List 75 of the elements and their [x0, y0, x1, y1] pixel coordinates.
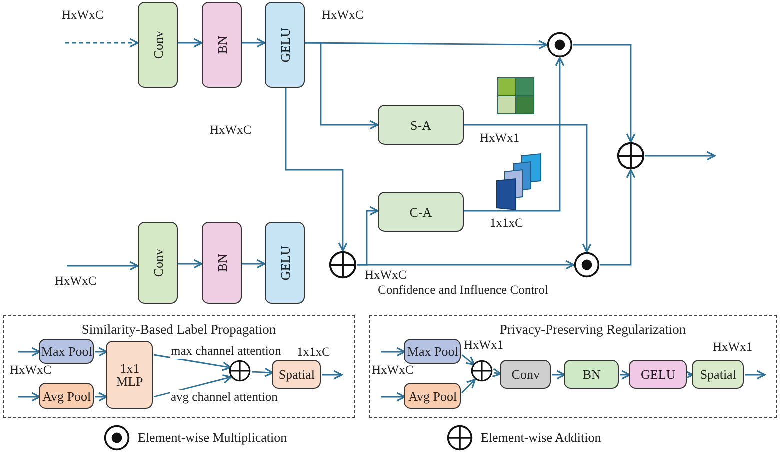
arrow	[684, 370, 694, 380]
group-title: Privacy-Preserving Regularization	[498, 322, 688, 338]
process-box: BN	[564, 360, 620, 390]
arrow	[18, 347, 41, 357]
add-symbol	[617, 142, 645, 170]
process-box: Avg Pool	[39, 383, 94, 410]
arrow	[285, 88, 348, 252]
arrow	[492, 368, 502, 378]
process-box: Conv	[138, 222, 178, 304]
dimension-label: HxWxC	[10, 363, 52, 378]
process-box: GELU	[265, 2, 305, 88]
arrow	[178, 38, 203, 48]
dimension-label: 1x1xC	[297, 345, 330, 360]
process-box: BN	[202, 222, 242, 304]
dimension-label: HxWxC	[322, 8, 364, 23]
arrow	[600, 169, 636, 266]
arrow	[154, 354, 232, 372]
arrow	[381, 347, 406, 357]
arrow	[252, 368, 274, 378]
arrow	[462, 354, 476, 366]
edge-label: max channel attention	[170, 344, 282, 359]
dimension-label: HxWxC	[55, 274, 97, 289]
arrow	[18, 392, 41, 402]
add-symbol	[229, 360, 252, 382]
dimension-label: 1x1xC	[490, 216, 524, 231]
section-caption: Confidence and Influence Control	[378, 283, 548, 298]
arrow	[745, 370, 766, 380]
legend-text: Element-wise Addition	[481, 430, 602, 446]
multiply-symbol	[574, 252, 600, 278]
process-box: GELU	[265, 222, 305, 304]
dimension-label: HxWxC	[62, 8, 104, 23]
process-box: C-A	[378, 192, 464, 232]
process-box: Spatial	[692, 360, 744, 390]
process-box: Max Pool	[39, 339, 94, 364]
dimension-label: HxWx1	[480, 131, 520, 146]
dashed-group-box	[369, 315, 777, 418]
process-box: 1x1 MLP	[106, 341, 154, 410]
arrow	[464, 124, 592, 253]
dimension-label: HxWx1	[713, 340, 753, 355]
process-box: GELU	[629, 360, 688, 390]
process-box: Max Pool	[404, 339, 462, 364]
arrow	[645, 151, 716, 161]
multiply-symbol	[547, 32, 573, 58]
edge-label: avg channel attention	[170, 390, 279, 405]
arrow	[573, 44, 636, 143]
arrow	[178, 259, 203, 269]
arrow	[464, 57, 565, 212]
group-title: Similarity-Based Label Propagation	[80, 322, 278, 338]
arrow	[357, 260, 575, 270]
process-box: S-A	[378, 105, 464, 145]
arrow	[65, 38, 139, 48]
dimension-label: HxWx1	[464, 338, 504, 353]
process-box: Avg Pool	[404, 383, 462, 410]
arrow	[242, 38, 266, 48]
process-box: Conv	[500, 360, 552, 390]
arrow	[322, 370, 343, 380]
process-box: BN	[202, 2, 242, 88]
process-box: Conv	[138, 2, 178, 88]
arrow	[552, 370, 566, 380]
dimension-label: HxWxC	[365, 268, 407, 283]
arrow	[242, 259, 266, 269]
dimension-label: HxWxC	[210, 123, 252, 138]
arrow	[620, 370, 631, 380]
arrow	[462, 379, 476, 394]
process-box: Spatial	[272, 360, 322, 390]
add-symbol	[329, 251, 357, 279]
legend-text: Element-wise Multiplication	[138, 430, 288, 446]
arrow	[381, 392, 406, 402]
arrow	[154, 374, 232, 398]
arrow	[95, 347, 108, 357]
arrow	[95, 392, 108, 402]
arrow	[305, 42, 379, 130]
dimension-label: HxWxC	[372, 363, 414, 378]
arrow	[67, 261, 139, 271]
add-symbol	[471, 360, 494, 382]
